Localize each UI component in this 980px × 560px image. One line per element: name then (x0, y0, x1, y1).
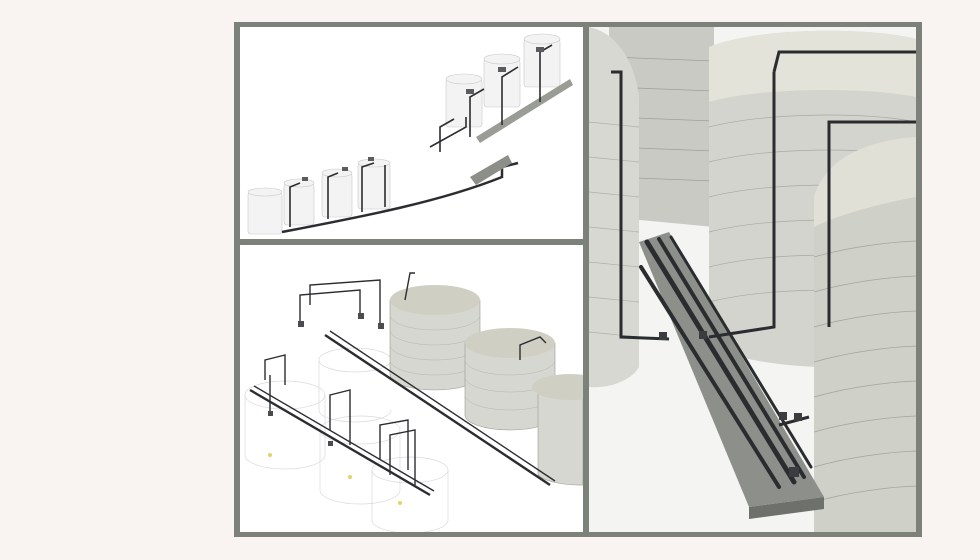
pipeline-overview-panel (240, 27, 583, 239)
pipeline-overview-illustration (247, 33, 573, 235)
pipe-trench-closeup-illustration (589, 27, 916, 532)
pipe-trench-closeup-panel (589, 27, 916, 532)
tank-farm-isometric-panel (240, 245, 583, 532)
tank-farm-isometric-illustration (244, 272, 583, 532)
image-collage (234, 22, 922, 537)
